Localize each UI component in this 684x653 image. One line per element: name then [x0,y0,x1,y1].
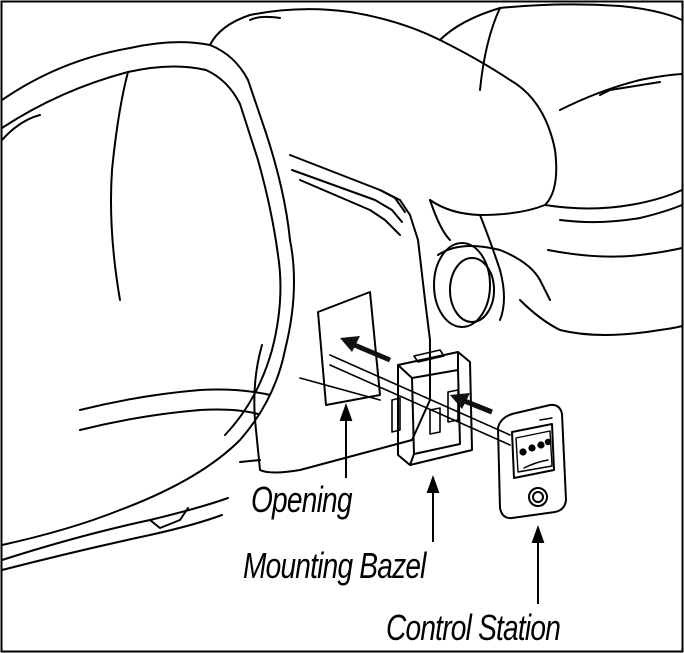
label-opening: Opening [251,479,352,520]
control-station [497,403,567,520]
console-opening [317,291,381,406]
label-control-station: Control Station [386,607,561,648]
label-mounting-bezel: Mounting Bazel [243,545,426,586]
left-seat [1,41,295,571]
mounting-bezel [391,349,473,466]
assembly-guide-lines [299,354,511,446]
center-console [239,15,431,474]
right-seat [209,3,683,321]
seat-pivot [433,242,683,336]
insert-arrow-icon [340,336,493,415]
callout-arrow-icon [339,403,545,604]
